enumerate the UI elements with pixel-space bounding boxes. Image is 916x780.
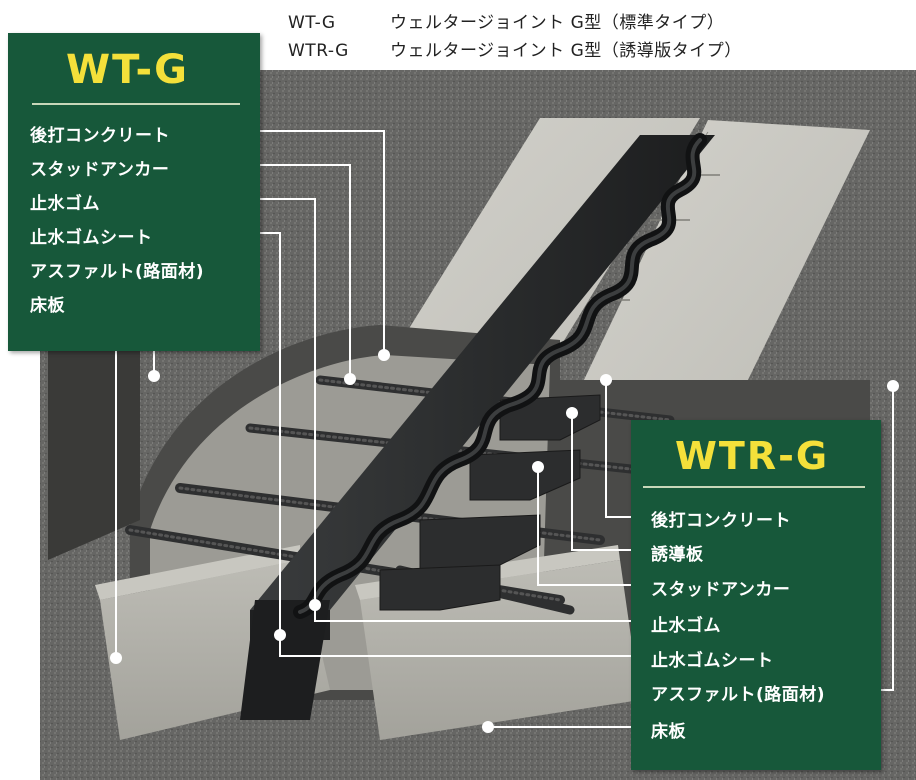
header-line-standard: WT-G ウェルタージョイント G型（標準タイプ） (288, 8, 724, 33)
panel-title: WT-G (66, 47, 189, 93)
label-after-cast-concrete: 後打コンクリート (651, 511, 791, 531)
label-waterstop-rubber: 止水ゴム (30, 194, 100, 214)
label-waterstop-rubber-sheet: 止水ゴムシート (651, 651, 774, 671)
label-asphalt: アスファルト(路面材) (30, 262, 205, 282)
divider (32, 103, 240, 105)
guide-plates (379, 394, 601, 611)
divider (643, 486, 865, 488)
header-line-guide-plate: WTR-G ウェルタージョイント G型（誘導版タイプ） (288, 36, 742, 61)
right-leader-lines (279, 380, 894, 728)
label-floor-slab: 床板 (651, 722, 686, 742)
label-stud-anchor: スタッドアンカー (651, 580, 791, 600)
header-description: ウェルタージョイント G型（標準タイプ） (390, 13, 725, 33)
header-code: WTR-G (288, 41, 349, 61)
right-leader-dots (482, 374, 899, 733)
label-after-cast-concrete: 後打コンクリート (30, 126, 170, 146)
wt-g-legend-panel: WT-G 後打コンクリート スタッドアンカー 止水ゴム 止水ゴムシート アスファ… (8, 33, 260, 351)
label-guide-plate: 誘導板 (651, 545, 704, 565)
header-code: WT-G (288, 13, 336, 33)
label-waterstop-rubber: 止水ゴム (651, 616, 721, 636)
label-asphalt: アスファルト(路面材) (651, 685, 826, 705)
label-stud-anchor: スタッドアンカー (30, 160, 170, 180)
label-floor-slab: 床板 (30, 296, 65, 316)
wtr-g-legend-panel: WTR-G 後打コンクリート 誘導板 スタッドアンカー 止水ゴム 止水ゴムシート… (631, 420, 881, 770)
panel-title: WTR-G (675, 434, 830, 478)
joint-rubber-body (240, 133, 715, 720)
label-waterstop-rubber-sheet: 止水ゴムシート (30, 228, 153, 248)
header-description: ウェルタージョイント G型（誘導版タイプ） (390, 41, 742, 61)
